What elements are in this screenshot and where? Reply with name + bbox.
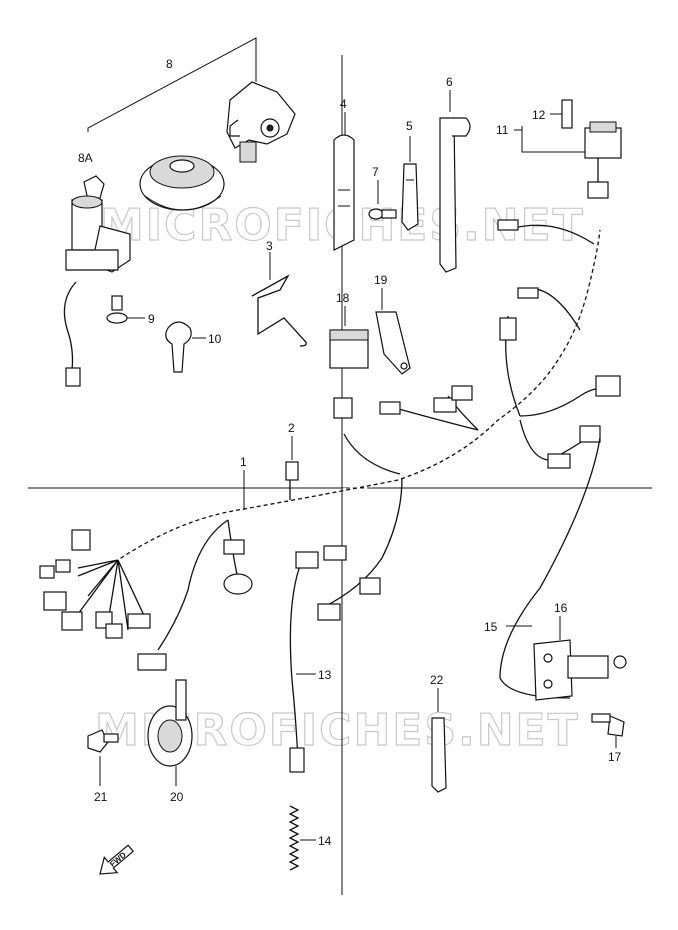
label-1[interactable]: 1: [240, 455, 247, 469]
label-20[interactable]: 20: [170, 790, 184, 804]
part-6-band[interactable]: [439, 90, 471, 273]
fwd-arrow-icon: FWD: [99, 844, 135, 875]
label-19[interactable]: 19: [374, 273, 388, 287]
part-17-bolt[interactable]: [591, 713, 625, 748]
label-15[interactable]: 15: [484, 620, 498, 634]
label-5[interactable]: 5: [406, 119, 413, 133]
part-10-key[interactable]: [165, 321, 206, 373]
label-13[interactable]: 13: [318, 668, 332, 682]
label-22[interactable]: 22: [430, 673, 444, 687]
label-10[interactable]: 10: [208, 332, 222, 346]
label-8a[interactable]: 8A: [78, 151, 93, 165]
label-12[interactable]: 12: [532, 108, 546, 122]
part-5-clip[interactable]: [401, 136, 419, 231]
part-7-screw[interactable]: [368, 180, 397, 220]
part-12-fuse[interactable]: [550, 99, 573, 129]
part-20-horn[interactable]: [147, 679, 193, 786]
label-3[interactable]: 3: [266, 239, 273, 253]
label-8[interactable]: 8: [166, 57, 173, 71]
label-16[interactable]: 16: [554, 601, 568, 615]
steering-lock[interactable]: [226, 81, 296, 163]
part-11-relay[interactable]: [514, 121, 622, 199]
part-9-screw[interactable]: [106, 295, 145, 324]
label-11[interactable]: 11: [496, 123, 509, 137]
ignition-switch[interactable]: [63, 175, 131, 387]
part-4-clamp[interactable]: [333, 112, 355, 251]
fuel-cap[interactable]: [139, 155, 225, 211]
label-9[interactable]: 9: [148, 312, 155, 326]
part-21-bolt[interactable]: [87, 729, 119, 786]
label-4[interactable]: 4: [340, 97, 347, 111]
label-2[interactable]: 2: [288, 421, 295, 435]
part-15-lead[interactable]: [499, 437, 601, 699]
label-6[interactable]: 6: [446, 75, 453, 89]
label-18[interactable]: 18: [336, 291, 350, 305]
part-8-leader: [87, 37, 257, 132]
main-wiring-harness[interactable]: [77, 224, 621, 651]
label-14[interactable]: 14: [318, 834, 332, 848]
harness-connectors: [39, 219, 621, 671]
label-21[interactable]: 21: [94, 790, 108, 804]
part-13-sensor[interactable]: [289, 551, 319, 773]
part-19-bracket[interactable]: [375, 288, 411, 375]
label-17[interactable]: 17: [608, 750, 622, 764]
part-14-spring[interactable]: [288, 805, 316, 871]
part-3-bracket[interactable]: [251, 252, 307, 347]
part-18-relay[interactable]: [329, 306, 369, 369]
label-7[interactable]: 7: [372, 165, 379, 179]
part-22-clamp[interactable]: [431, 688, 447, 793]
part-16-switch[interactable]: [533, 616, 627, 701]
